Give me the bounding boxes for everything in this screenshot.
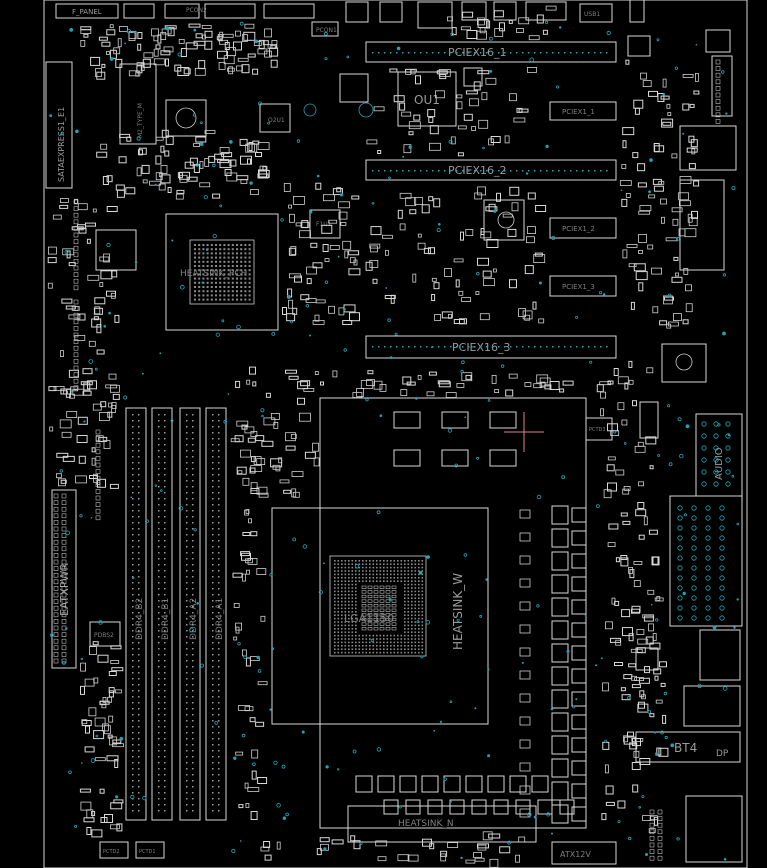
label-pctd1: PCTD1 <box>139 849 156 855</box>
pcie-slots: PCIEX16_1 PCIEX16_2 PCIEX16_3 PCIEX1_1 P… <box>365 41 617 359</box>
label-pciex1-2: PCIEX1_2 <box>562 225 595 233</box>
label-bt4: BT4 <box>674 741 697 755</box>
cpu-socket: LGA1150 HEATSINK_W HEATSINK_N <box>271 397 587 843</box>
label-heatsink-w: HEATSINK_W <box>451 573 465 650</box>
board-outline <box>43 0 748 868</box>
label-usb1: USB1 <box>584 11 600 18</box>
via-field <box>49 20 740 861</box>
label-dimm-b1: DDR4_B1 <box>161 598 171 640</box>
label-pctd2: PCTD2 <box>103 849 120 855</box>
label-atx12v: ATX12V <box>560 850 591 859</box>
label-dimm-a1: DDR4_A1 <box>215 598 225 640</box>
label-dimm-b2: DDR4_B2 <box>135 598 145 640</box>
label-o2u1: O2U1 <box>268 117 285 124</box>
pch-heatsink: HEATSINK_PCH F1U1 <box>95 209 341 331</box>
label-ou1: OU1 <box>414 93 440 107</box>
label-f-panel: F_PANEL <box>72 8 102 16</box>
label-pciex16-2: PCIEX16_2 <box>448 164 507 177</box>
label-lga: LGA1150 <box>344 612 394 625</box>
label-dimm-a2: DDR4_A2 <box>189 598 199 640</box>
sata-express-area: SATAEXPRESS1_E1 M2_TYPE_M O2U1 <box>45 61 374 189</box>
vrm-inductors <box>355 411 587 824</box>
component-field <box>47 5 721 868</box>
label-pciex1-1: PCIEX1_1 <box>562 108 595 116</box>
label-pctd3: PCTD3 <box>589 427 606 433</box>
label-heatsink-pch: HEATSINK_PCH <box>180 269 247 279</box>
label-m2: M2_TYPE_M <box>137 103 144 138</box>
label-pciex16-1: PCIEX16_1 <box>448 46 507 59</box>
label-eatxpwr: EATXPWR <box>58 563 71 616</box>
label-pcon1: PCON1 <box>316 27 337 34</box>
top-connectors: F_PANEL PCON1 USB1 <box>55 0 645 37</box>
power-connectors: EATXPWR PDBS2 ATX12V PCTD1 PCTD2 PCTD3 P… <box>51 7 617 865</box>
label-f1u1: F1U1 <box>316 221 332 228</box>
dimm-slots: DDR4_B2 DDR4_B1 DDR4_A2 DDR4_A1 <box>125 407 227 821</box>
label-audio: AUDIO <box>714 447 725 480</box>
label-heatsink-n: HEATSINK_N <box>398 819 454 829</box>
label-pcon2: PCON2 <box>186 7 207 14</box>
label-dp: DP <box>716 749 729 759</box>
label-pdbs2: PDBS2 <box>94 632 114 639</box>
rear-io: AUDIO DP BT4 <box>627 29 743 863</box>
label-sataexpress: SATAEXPRESS1_E1 <box>57 107 66 182</box>
label-pciex1-3: PCIEX1_3 <box>562 283 595 291</box>
